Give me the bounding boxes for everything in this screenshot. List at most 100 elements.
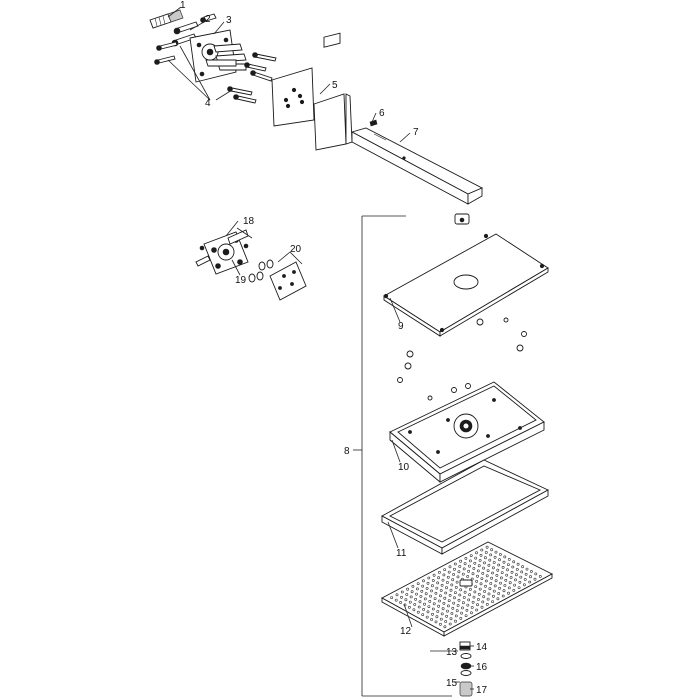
spray-nozzle	[442, 573, 446, 577]
screws-right-of-block	[244, 52, 277, 82]
part-5-wall-cover-front	[313, 32, 353, 151]
spray-nozzle	[436, 581, 440, 585]
spray-nozzle	[444, 620, 448, 623]
spray-nozzle	[484, 551, 488, 554]
spray-nozzle	[472, 567, 476, 570]
spray-nozzle	[528, 580, 532, 584]
spray-nozzle	[416, 582, 420, 586]
spray-nozzle	[431, 607, 435, 611]
spray-nozzle	[453, 562, 457, 566]
spray-nozzle	[405, 593, 409, 596]
spray-nozzle	[519, 575, 523, 579]
spray-nozzle	[400, 590, 404, 594]
spray-nozzle	[400, 595, 403, 599]
spray-nozzle	[477, 564, 481, 568]
spray-nozzle	[453, 591, 457, 595]
spray-nozzle	[492, 561, 496, 564]
spray-nozzle	[447, 570, 451, 574]
spray-nozzle	[449, 617, 453, 621]
spray-nozzle	[426, 581, 430, 585]
spray-nozzle	[521, 565, 525, 569]
spray-nozzle	[501, 566, 505, 569]
spray-nozzle	[513, 583, 517, 587]
spray-nozzle	[441, 607, 445, 611]
spray-nozzle	[454, 619, 457, 623]
spray-nozzle	[395, 593, 399, 597]
spray-nozzle	[490, 576, 494, 580]
spray-nozzle	[474, 556, 478, 560]
spray-nozzle	[499, 581, 502, 585]
spray-nozzle	[467, 598, 471, 602]
spray-nozzle	[515, 568, 519, 571]
spray-nozzle	[462, 596, 466, 599]
spray-nozzle	[512, 589, 516, 592]
label-part-8: 8	[344, 446, 350, 457]
spray-nozzle	[420, 589, 424, 593]
spray-nozzle	[507, 586, 511, 590]
spray-nozzles	[390, 545, 542, 629]
spray-nozzle	[418, 600, 422, 604]
spray-nozzle	[399, 601, 403, 604]
spray-nozzle	[440, 612, 444, 616]
spray-nozzle	[421, 613, 425, 617]
spray-nozzle	[506, 563, 510, 567]
part-7-shower-arm	[350, 127, 484, 205]
label-part-13: 13	[446, 647, 458, 658]
spray-nozzle	[503, 584, 507, 587]
spray-nozzle	[438, 622, 442, 626]
spray-nozzle	[466, 575, 470, 578]
label-part-17: 17	[476, 685, 488, 696]
spray-nozzle	[492, 589, 496, 593]
part-1-threaded-nipple	[149, 9, 184, 29]
spray-nozzle	[461, 572, 465, 576]
spray-nozzle	[489, 582, 493, 585]
spray-nozzle	[430, 584, 434, 588]
spray-nozzle	[421, 584, 425, 588]
spray-nozzle	[427, 605, 431, 609]
spray-nozzle	[491, 571, 494, 575]
spray-nozzle	[468, 559, 472, 563]
label-part-19: 19	[235, 275, 247, 286]
spray-nozzle	[464, 614, 468, 618]
spray-nozzle	[425, 587, 429, 590]
spray-nozzle	[422, 608, 426, 611]
spray-nozzle	[445, 581, 449, 584]
spray-nozzle	[462, 567, 466, 571]
spray-nozzle	[485, 545, 489, 549]
spray-nozzle	[410, 590, 414, 594]
spray-nozzle	[394, 598, 398, 602]
spray-nozzle	[446, 575, 450, 579]
spray-nozzle	[458, 565, 462, 568]
spray-nozzle	[493, 584, 497, 588]
label-part-18: 18	[243, 216, 255, 227]
spray-nozzle	[506, 568, 509, 572]
spray-nozzle	[468, 593, 472, 597]
spray-nozzle	[499, 576, 503, 580]
spray-nozzle	[445, 614, 449, 618]
spray-nozzle	[524, 572, 528, 576]
spray-nozzle	[442, 602, 446, 605]
spray-nozzle	[481, 572, 485, 575]
spray-nozzle	[431, 612, 434, 616]
spray-nozzle	[476, 574, 479, 578]
spray-nozzle	[520, 570, 524, 574]
spray-nozzle	[453, 567, 456, 571]
spray-nozzle	[498, 553, 502, 556]
part-18-valve-body	[195, 229, 249, 275]
spray-nozzle	[485, 603, 489, 606]
spray-nozzle	[482, 566, 486, 570]
spray-nozzle	[468, 588, 472, 591]
spray-nozzle	[433, 597, 437, 601]
spray-nozzle	[534, 572, 538, 576]
label-part-11: 11	[396, 548, 407, 559]
spray-nozzle	[455, 609, 459, 613]
spray-nozzle	[441, 578, 445, 582]
spray-nozzle	[414, 597, 418, 601]
spray-nozzle	[509, 576, 513, 579]
spray-nozzle	[477, 592, 481, 596]
spray-nozzle	[430, 589, 433, 593]
spray-nozzle	[412, 608, 416, 612]
spray-nozzle	[511, 565, 515, 569]
spray-nozzle	[507, 591, 510, 595]
